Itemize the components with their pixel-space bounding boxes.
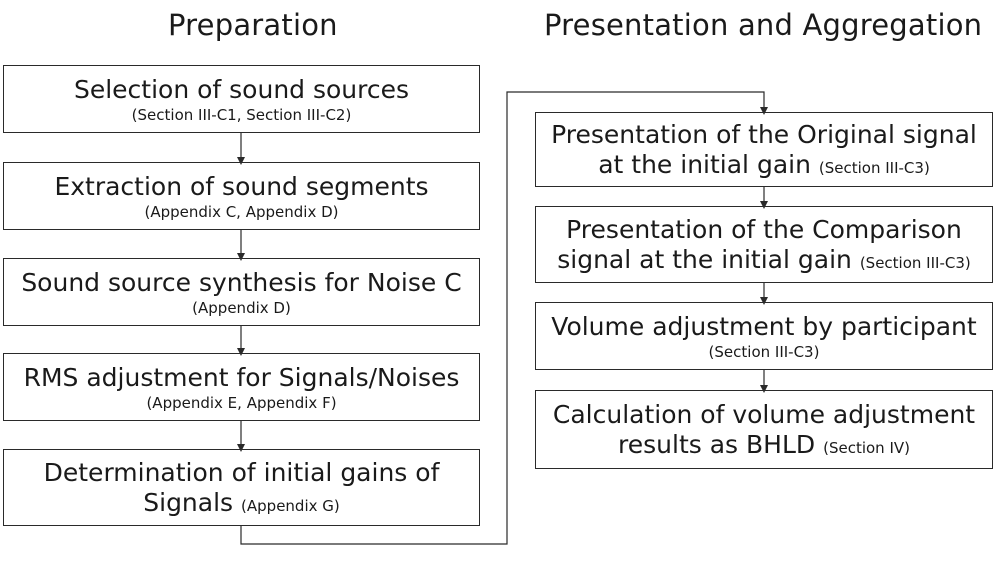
step-title: Calculation of volume adjustment	[552, 399, 976, 429]
step-presentation-original-signal: Presentation of the Original signal at t…	[535, 112, 993, 187]
step-extraction-of-sound-segments: Extraction of sound segments (Appendix C…	[3, 162, 480, 230]
step-title: Selection of sound sources	[73, 74, 410, 104]
step-title: Extraction of sound segments	[54, 171, 429, 201]
step-title-continued: Signals (Appendix G)	[143, 488, 339, 518]
step-title-tail: results as BHLD	[618, 429, 816, 459]
step-title-tail: signal at the initial gain	[557, 244, 852, 274]
step-title-continued: results as BHLD (Section IV)	[618, 430, 910, 460]
step-presentation-comparison-signal: Presentation of the Comparison signal at…	[535, 206, 993, 283]
step-title: Determination of initial gains of	[43, 457, 440, 487]
step-reference: (Section III-C3)	[818, 158, 930, 177]
step-reference: (Appendix C, Appendix D)	[144, 202, 339, 221]
step-title-tail: at the initial gain	[598, 149, 811, 179]
step-title-continued: signal at the initial gain (Section III-…	[557, 245, 970, 275]
step-reference: (Section III-C1, Section III-C2)	[131, 105, 352, 124]
preparation-heading: Preparation	[168, 8, 338, 42]
step-rms-adjustment: RMS adjustment for Signals/Noises (Appen…	[3, 353, 480, 421]
arrow-preparation-to-presentation	[240, 91, 768, 545]
step-determination-of-initial-gains: Determination of initial gains of Signal…	[3, 449, 480, 526]
step-reference: (Appendix E, Appendix F)	[146, 393, 337, 412]
step-title-continued: at the initial gain (Section III-C3)	[598, 150, 930, 180]
step-volume-adjustment: Volume adjustment by participant (Sectio…	[535, 302, 993, 370]
step-title: Presentation of the Comparison	[566, 214, 962, 244]
step-sound-source-synthesis: Sound source synthesis for Noise C (Appe…	[3, 258, 480, 326]
step-title: Sound source synthesis for Noise C	[21, 267, 462, 297]
step-reference: (Appendix D)	[192, 298, 291, 317]
step-title: RMS adjustment for Signals/Noises	[23, 362, 460, 392]
step-title: Presentation of the Original signal	[551, 119, 977, 149]
step-selection-of-sound-sources: Selection of sound sources (Section III-…	[3, 65, 480, 133]
step-title: Volume adjustment by participant	[551, 311, 977, 341]
step-calculation-bhld: Calculation of volume adjustment results…	[535, 390, 993, 469]
step-reference: (Appendix G)	[241, 496, 340, 515]
step-reference: (Section III-C3)	[859, 253, 971, 272]
step-reference: (Section IV)	[823, 438, 910, 457]
presentation-heading: Presentation and Aggregation	[544, 8, 983, 42]
step-reference: (Section III-C3)	[708, 342, 820, 361]
step-title-tail: Signals	[143, 487, 234, 517]
